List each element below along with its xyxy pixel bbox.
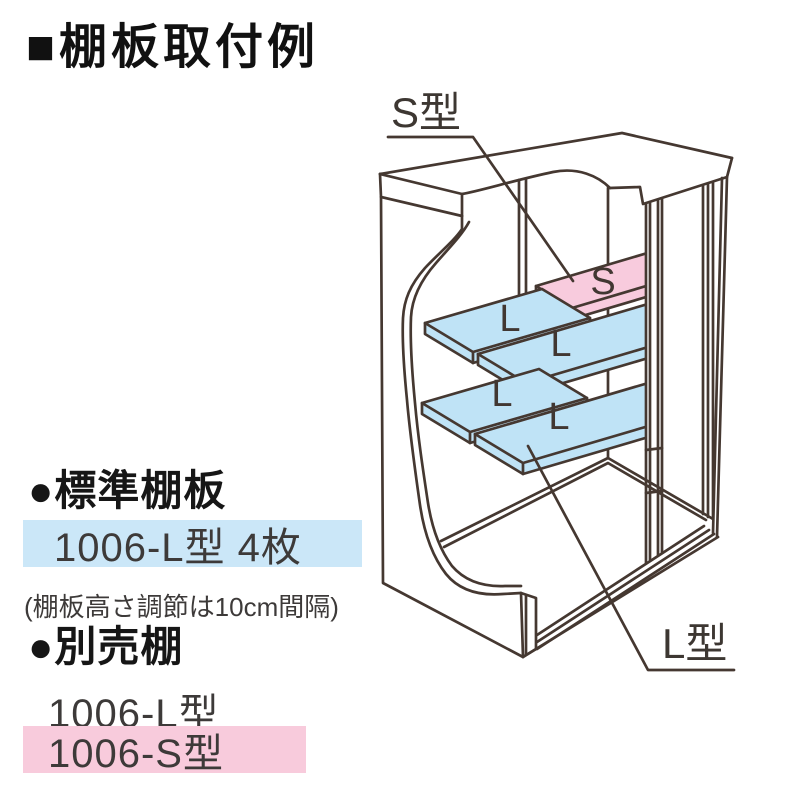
optional-item-s: 1006-S型 bbox=[23, 726, 306, 776]
cabinet-floor bbox=[439, 456, 715, 549]
cabinet-drawing bbox=[378, 131, 734, 659]
shelf-board-l-lower-right bbox=[473, 381, 647, 476]
shelf-letter-s: S bbox=[590, 261, 615, 303]
optional-shelf-heading: ●別売棚 bbox=[28, 623, 184, 670]
callout-l-type: L型 bbox=[526, 444, 736, 672]
callout-s-type: S型 bbox=[386, 89, 575, 283]
shelf-letters: S L L L L bbox=[491, 261, 615, 438]
shelf-height-note: (棚板高さ調節は10cm間隔) bbox=[24, 592, 339, 622]
shelf-letter-l3: L bbox=[491, 373, 512, 415]
standard-shelf-heading: ●標準棚板 bbox=[28, 467, 227, 514]
standard-shelf-item-label: 1006-L型 4枚 bbox=[54, 525, 302, 570]
cabinet-door-rails bbox=[521, 524, 720, 659]
label-l-type: L型 bbox=[662, 620, 727, 667]
label-s-type: S型 bbox=[391, 89, 461, 136]
optional-item-s-label: 1006-S型 bbox=[48, 731, 224, 776]
cabinet-front-post bbox=[519, 591, 538, 659]
cabinet-left-wall bbox=[379, 195, 525, 659]
shelf-letter-l4: L bbox=[548, 396, 569, 438]
shelf-letter-l1: L bbox=[499, 298, 520, 340]
page-title: ■棚板取付例 bbox=[26, 21, 319, 74]
cabinet-top-panel bbox=[378, 131, 734, 218]
shelf-letter-l2: L bbox=[550, 323, 571, 365]
cabinet-right-tracks bbox=[644, 175, 729, 565]
standard-shelf-item: 1006-L型 4枚 bbox=[23, 520, 362, 570]
